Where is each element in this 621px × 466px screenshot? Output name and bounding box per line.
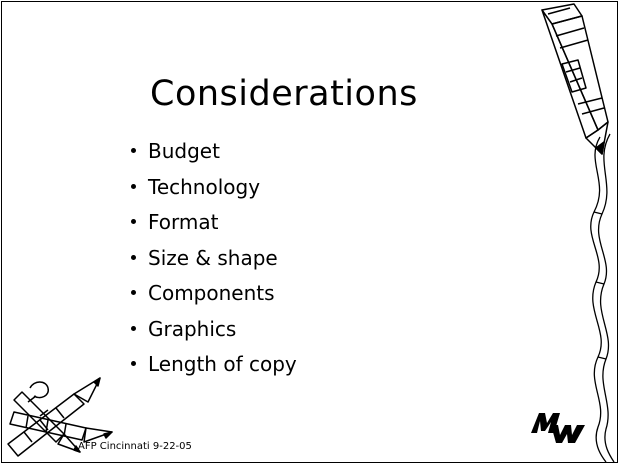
bullet-text: Format [148, 210, 219, 234]
mw-logo-icon [531, 413, 585, 443]
bullet-icon [131, 254, 136, 260]
list-item: Technology [131, 173, 297, 209]
list-item: Size & shape [131, 244, 297, 280]
bullet-icon [131, 148, 136, 153]
list-item: Graphics [131, 315, 297, 351]
bullet-text: Budget [148, 139, 220, 163]
bullet-text: Length of copy [148, 352, 297, 376]
bullet-text: Size & shape [148, 245, 278, 270]
list-item: Format [131, 208, 297, 244]
bullet-icon [131, 325, 136, 331]
bullet-icon [131, 183, 136, 189]
bullet-icon [131, 290, 136, 295]
list-item: Components [131, 279, 297, 315]
footer-text: AFP Cincinnati 9-22-05 [78, 441, 192, 452]
bullet-text: Components [148, 281, 275, 305]
list-item: Length of copy [131, 350, 297, 386]
bullet-icon [131, 361, 136, 366]
list-item: Budget [131, 137, 297, 173]
bullet-icon [131, 219, 136, 224]
slide-title: Considerations [150, 74, 418, 114]
bullet-text: Technology [148, 174, 261, 199]
bullet-text: Graphics [148, 316, 237, 341]
bullet-list: Budget Technology Format Size & shape Co… [131, 137, 297, 386]
crayon-icon [541, 3, 609, 155]
crayons-bundle-icon [7, 377, 113, 457]
ribbon-squiggle-icon [590, 133, 615, 463]
